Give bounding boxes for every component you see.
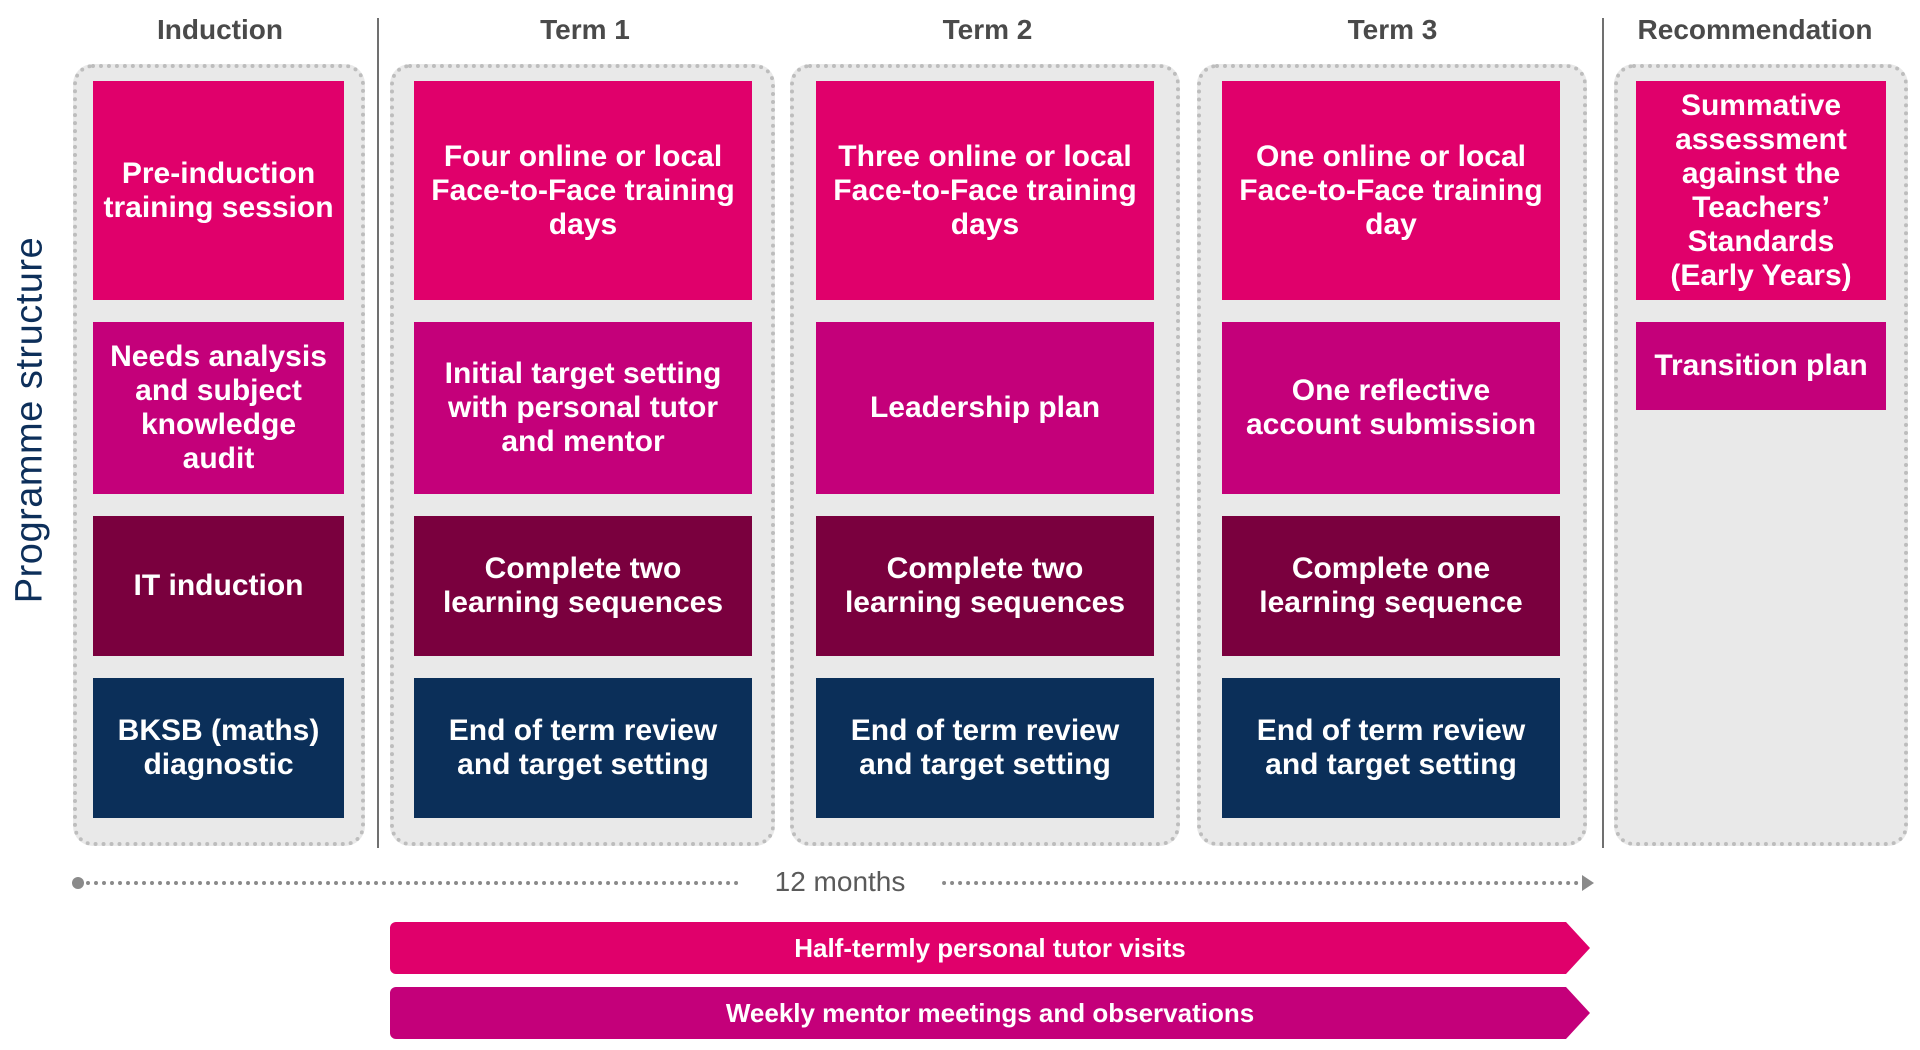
heading-term-1: Term 1 (540, 14, 630, 45)
heading-term-2: Term 2 (942, 14, 1033, 45)
heading-induction: Induction (157, 14, 283, 45)
recommendation-card-1: Summative assessment against the Teacher… (1636, 81, 1886, 300)
divider-term3-recommendation (1602, 18, 1604, 848)
induction-card-4: BKSB (maths) diagnostic (93, 678, 344, 818)
timeline-arrow-icon (1582, 875, 1594, 891)
induction-card-2: Needs analysis and subject knowledge aud… (93, 322, 344, 494)
term3-card-1: One online or local Face-to-Face trainin… (1222, 81, 1560, 300)
heading-term-3: Term 3 (1347, 14, 1438, 45)
term1-card-2: Initial target setting with personal tut… (414, 322, 752, 494)
term3-card-2: One reflective account submission (1222, 322, 1560, 494)
band-personal-tutor-visits: Half-termly personal tutor visits (390, 922, 1590, 974)
heading-recommendation: Recommendation (1637, 14, 1873, 45)
term3-card-3: Complete one learning sequence (1222, 516, 1560, 656)
term2-card-4: End of term review and target setting (816, 678, 1154, 818)
term1-card-4: End of term review and target setting (414, 678, 752, 818)
side-title-text: Programme structure (8, 236, 51, 604)
induction-card-3: IT induction (93, 516, 344, 656)
timeline-start-dot (72, 877, 84, 889)
term2-card-2: Leadership plan (816, 322, 1154, 494)
recommendation-card-2: Transition plan (1636, 322, 1886, 410)
induction-card-1: Pre-induction training session (93, 81, 344, 300)
timeline-label: 12 months (740, 862, 940, 902)
term1-card-3: Complete two learning sequences (414, 516, 752, 656)
divider-induction-term1 (377, 18, 379, 848)
term2-card-3: Complete two learning sequences (816, 516, 1154, 656)
term3-card-4: End of term review and target setting (1222, 678, 1560, 818)
term1-card-1: Four online or local Face-to-Face traini… (414, 81, 752, 300)
term2-card-1: Three online or local Face-to-Face train… (816, 81, 1154, 300)
band-mentor-meetings: Weekly mentor meetings and observations (390, 987, 1590, 1039)
